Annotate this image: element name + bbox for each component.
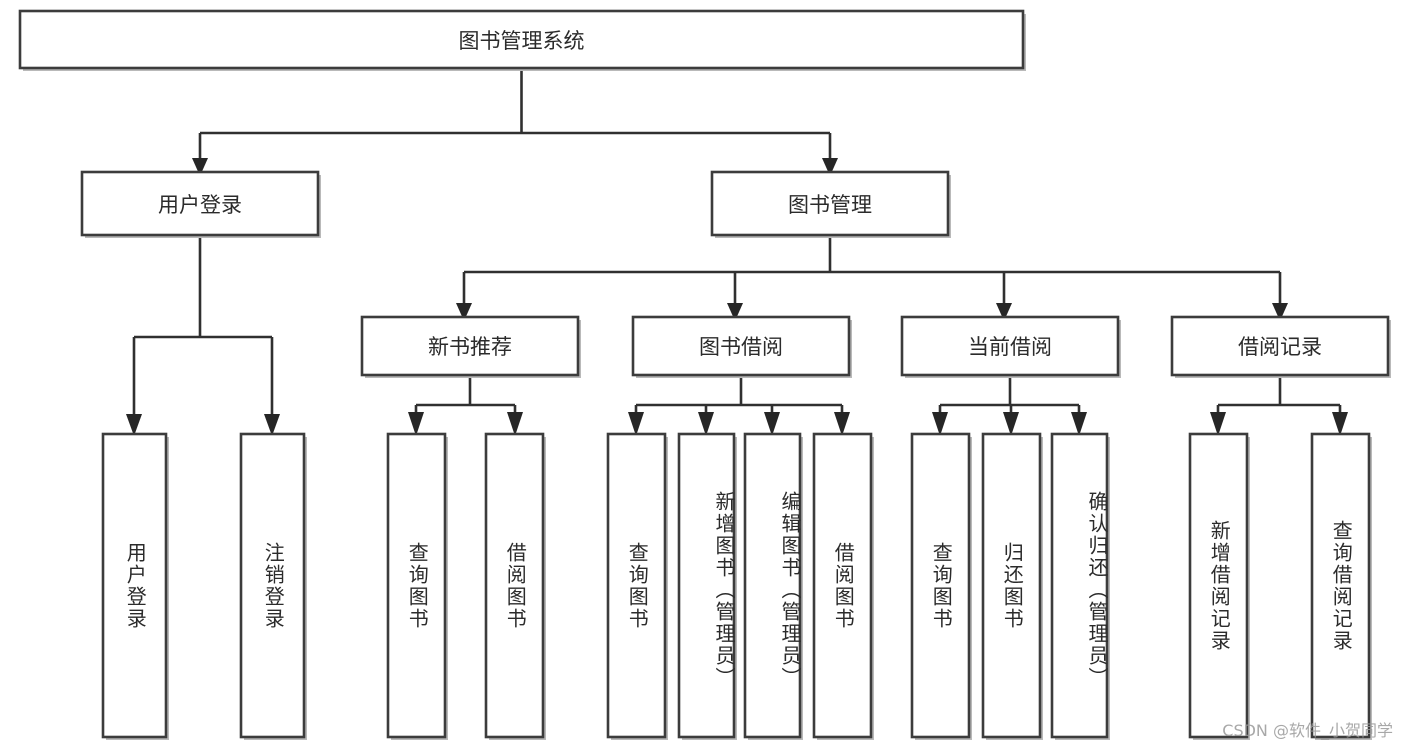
arrow-borrow-leaf-3 (764, 412, 780, 436)
node-box-leaf-1[interactable] (239, 432, 306, 739)
arrow-current-leaf-2 (1003, 412, 1019, 436)
node-box-leaf-7[interactable] (812, 432, 873, 739)
node-box-leaf-9[interactable] (981, 432, 1042, 739)
node-box-records[interactable] (1170, 315, 1390, 377)
arrow-records-leaf-1 (1210, 412, 1226, 436)
node-box-leaf-0[interactable] (101, 432, 168, 739)
node-box-leaf-4[interactable] (606, 432, 667, 739)
arrow-to-leaf-logout (264, 414, 280, 436)
arrow-to-current (996, 303, 1012, 321)
node-box-leaf-6[interactable] (743, 432, 802, 739)
node-box-new-books[interactable] (360, 315, 580, 377)
node-box-leaf-3[interactable] (484, 432, 545, 739)
arrow-newbooks-leaf-1 (408, 412, 424, 436)
node-box-borrow[interactable] (631, 315, 851, 377)
arrow-newbooks-leaf-2 (507, 412, 523, 436)
arrow-to-user-login (192, 158, 208, 176)
arrow-to-new-books (456, 303, 472, 321)
node-box-book-mgmt[interactable] (710, 170, 950, 237)
arrow-records-leaf-2 (1332, 412, 1348, 436)
csdn-watermark: CSDN @软件_小贺同学 (1222, 721, 1393, 740)
arrow-borrow-leaf-1 (628, 412, 644, 436)
node-box-leaf-8[interactable] (910, 432, 971, 739)
arrow-to-borrow (727, 303, 743, 321)
node-box-leaf-11[interactable] (1188, 432, 1249, 739)
arrow-borrow-leaf-2 (698, 412, 714, 436)
arrow-borrow-leaf-4 (834, 412, 850, 436)
node-box-leaf-12[interactable] (1310, 432, 1371, 739)
arrow-current-leaf-1 (932, 412, 948, 436)
node-box-leaf-10[interactable] (1050, 432, 1109, 739)
node-box-current[interactable] (900, 315, 1120, 377)
arrow-to-records (1272, 303, 1288, 321)
arrow-to-leaf-user-login (126, 414, 142, 436)
node-box-leaf-2[interactable] (386, 432, 447, 739)
node-box-layer (18, 9, 1391, 740)
node-box-user-login[interactable] (80, 170, 320, 237)
arrow-current-leaf-3 (1071, 412, 1087, 436)
node-box-leaf-5[interactable] (677, 432, 736, 739)
arrow-to-book-mgmt (822, 158, 838, 176)
arrowhead-layer (126, 158, 1348, 436)
node-box-root[interactable] (18, 9, 1025, 70)
